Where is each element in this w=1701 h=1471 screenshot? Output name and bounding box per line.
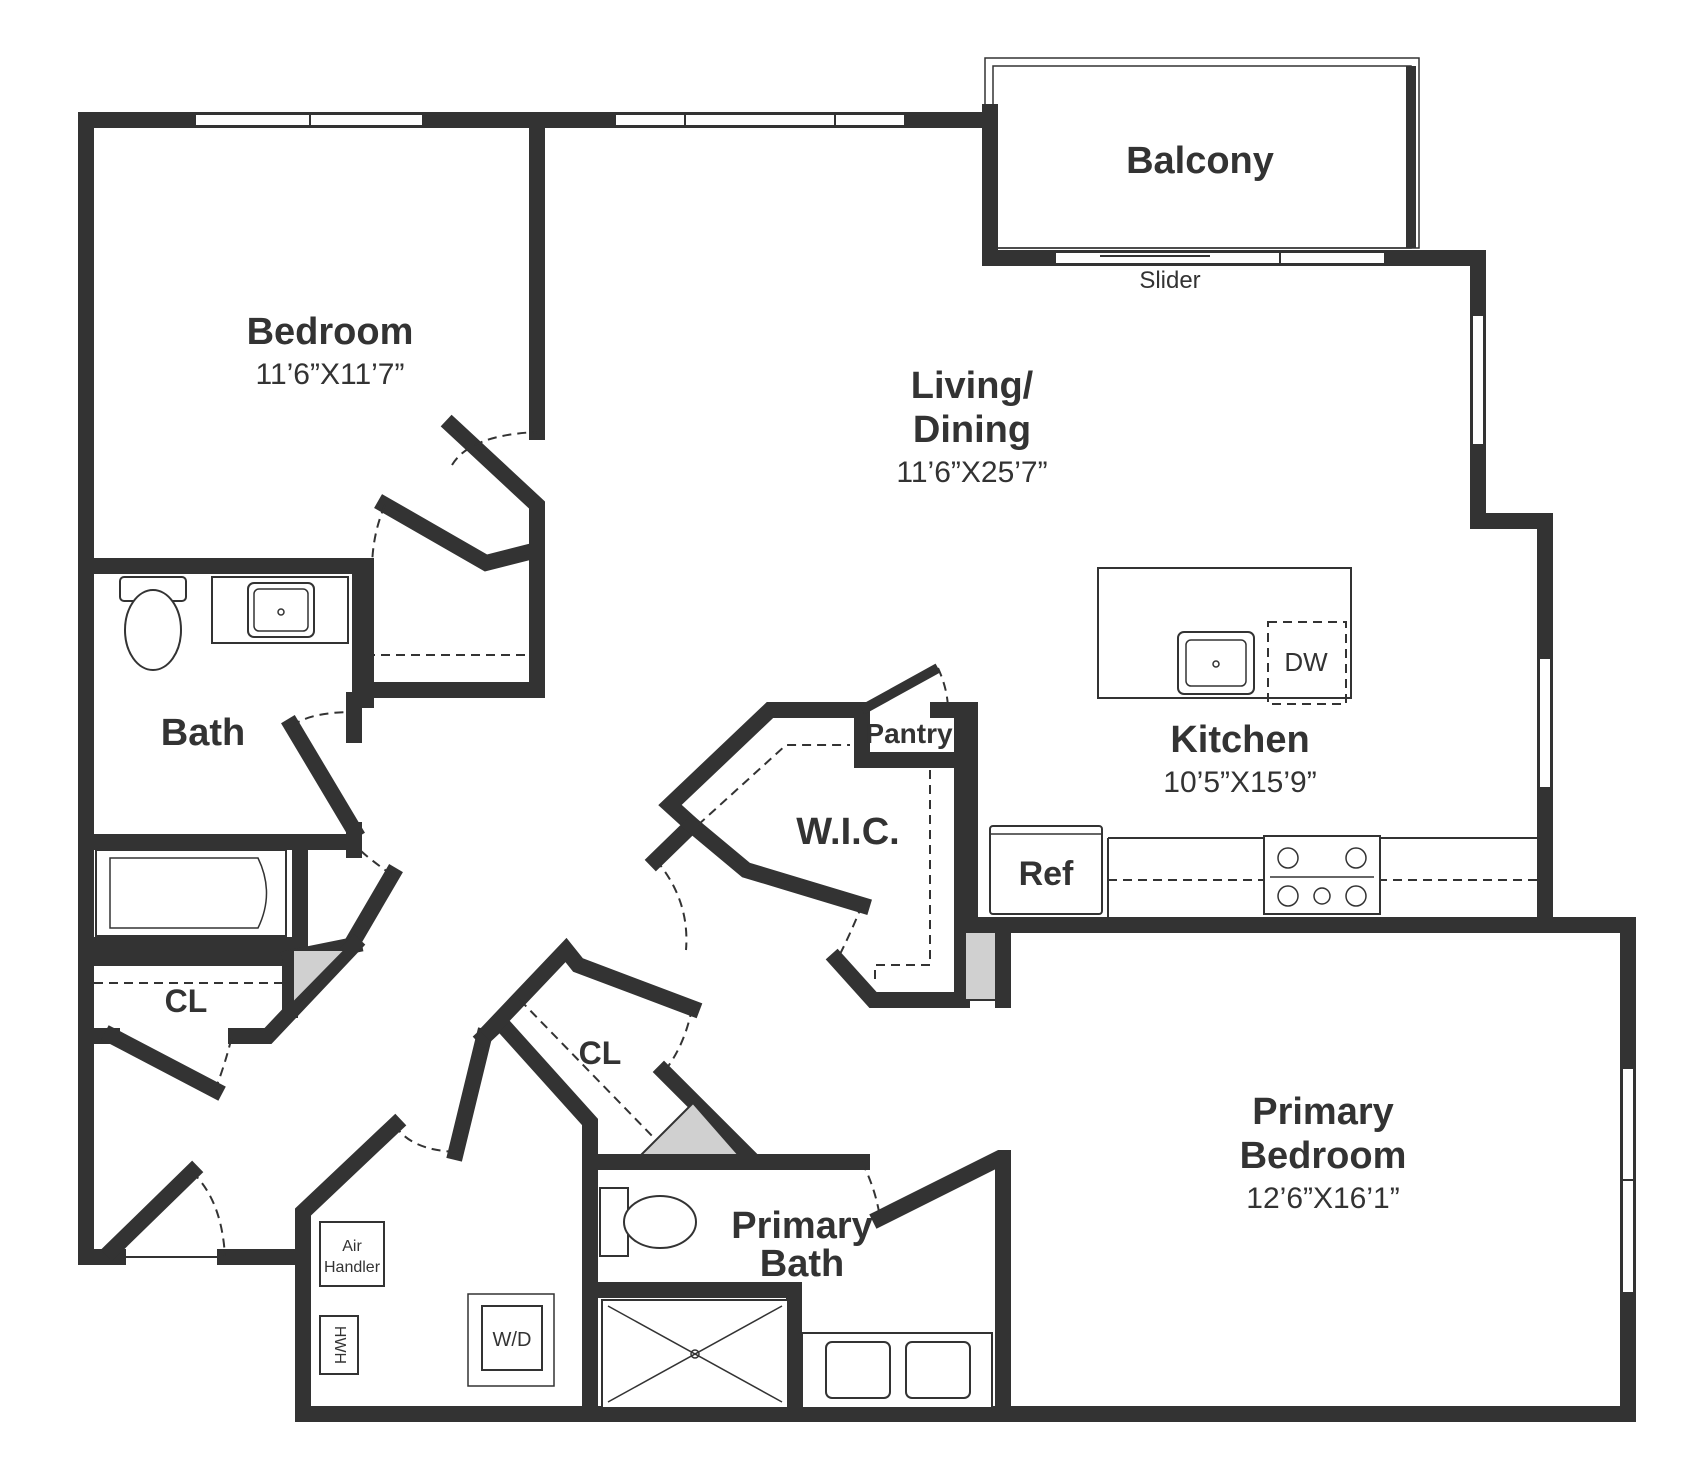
dw-label: DW (1284, 647, 1328, 677)
wd-label: W/D (493, 1329, 532, 1351)
dishwasher (1267, 621, 1347, 705)
center-closet (478, 937, 762, 1170)
bath-label: Bath (161, 712, 245, 754)
toilet-icon (124, 589, 182, 671)
washer-dryer-box (481, 1305, 543, 1371)
living-dims: 11’6”X25’7” (896, 456, 1047, 489)
bedroom-walls (78, 112, 545, 708)
air-handler-label-line1: Air (342, 1238, 362, 1255)
laundry-fixtures (319, 1221, 555, 1387)
bedroom-dims: 11’6”X11’7” (256, 358, 405, 391)
primary-bedroom-label-line1: Primary (1252, 1091, 1394, 1133)
sink-icon (247, 582, 315, 638)
bath-walls (78, 692, 403, 953)
hwh-box (319, 1315, 359, 1375)
left-closet-label: CL (165, 983, 208, 1019)
living-label-line2: Dining (913, 409, 1031, 451)
primary-bedroom-dims: 12’6”X16’1” (1246, 1182, 1399, 1215)
toilet-icon-2 (623, 1195, 697, 1249)
kitchen-dims: 10’5”X15’9” (1163, 766, 1316, 799)
primary-bedroom-label-line2: Bedroom (1240, 1135, 1407, 1177)
balcony-label: Balcony (1126, 140, 1274, 182)
wic-label: W.I.C. (796, 811, 899, 853)
bathtub-icon (95, 849, 287, 937)
primary-bath-label-line2: Bath (760, 1243, 844, 1285)
center-closet-label: CL (579, 1035, 622, 1071)
stove-icon (1263, 835, 1381, 915)
living-label-line1: Living/ (911, 365, 1034, 407)
kitchen-label: Kitchen (1170, 719, 1309, 761)
primary-bath-label-line1: Primary (731, 1205, 873, 1247)
primary-bath (582, 1150, 1011, 1422)
hwh-label: HWH (331, 1326, 348, 1364)
kitchen (954, 567, 1553, 1008)
pantry-label: Pantry (865, 718, 953, 749)
ref-label: Ref (1019, 855, 1074, 893)
slider-label: Slider (1139, 267, 1200, 294)
windows (194, 113, 1635, 1294)
bath-fixtures (95, 576, 349, 937)
left-closet (78, 933, 366, 1262)
shaft (292, 949, 348, 1006)
bedroom-label: Bedroom (247, 311, 414, 353)
air-handler-box (319, 1221, 385, 1287)
sink-icon-2 (825, 1341, 891, 1399)
refrigerator (989, 825, 1103, 915)
sink-icon-3 (905, 1341, 971, 1399)
air-handler-label-line2: Handler (324, 1259, 381, 1276)
labels: Balcony Slider Bedroom 11’6”X11’7” Livin… (161, 140, 1407, 1364)
kitchen-sink-icon (1177, 631, 1255, 695)
